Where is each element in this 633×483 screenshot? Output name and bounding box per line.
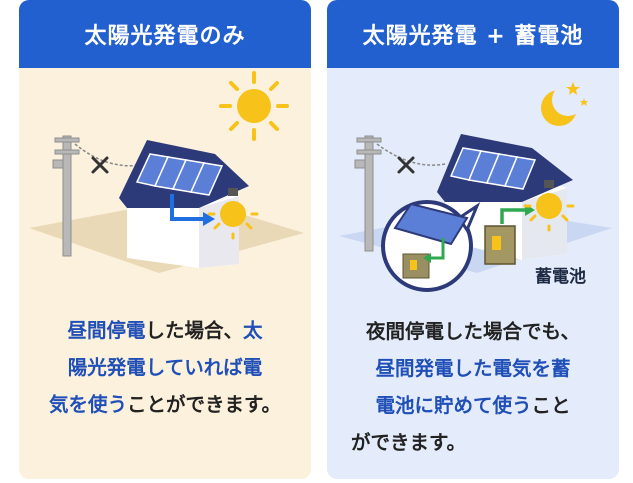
solar-only-illustration [29,71,304,273]
text-line-3: 電池に貯めて使うこと [375,394,571,417]
solar-battery-description: 夜間停電した場合でも、 昼間発電した電気を蓄 電池に貯めて使うこと ができます。 [327,313,619,461]
solar-panel-icon [449,147,537,190]
arrow-icon [500,208,525,224]
utility-pole-icon [354,135,382,252]
text-line-1: 夜間停電した場合でも、 [366,320,580,343]
battery-icon [484,225,516,265]
arrow-icon [170,194,203,221]
panel-header: 太陽光発電 + 蓄電池 [327,0,619,68]
solar-panel-icon [135,153,224,196]
cross-icon [397,156,415,174]
power-line [376,143,446,166]
text-line-1: 昼間停電した場合、太 [67,319,263,342]
text-line-2: 陽光発電していれば電 [67,356,263,379]
cross-icon [91,156,109,174]
panel-header: 太陽光発電のみ [19,0,311,68]
solar-battery-illustration [339,82,612,292]
battery-detail-bubble [381,200,481,292]
light-bulb-icon [523,180,575,232]
text-line-4: ができます。 [351,431,467,454]
utility-pole-icon [52,135,80,257]
solar-only-description: 昼間停電した場合、太 陽光発電していれば電 気を使うことができます。 [19,312,311,423]
text-line-2: 昼間発電した電気を蓄 [375,357,571,380]
solar-battery-panel: 太陽光発電 + 蓄電池 [327,0,619,479]
text-line-3: 気を使うことができます。 [48,393,282,416]
sun-icon [219,71,289,141]
battery-label: 蓄電池 [535,267,586,287]
solar-only-panel: 太陽光発電のみ [19,0,311,479]
light-bulb-icon [207,188,259,240]
moon-icon [541,82,588,126]
